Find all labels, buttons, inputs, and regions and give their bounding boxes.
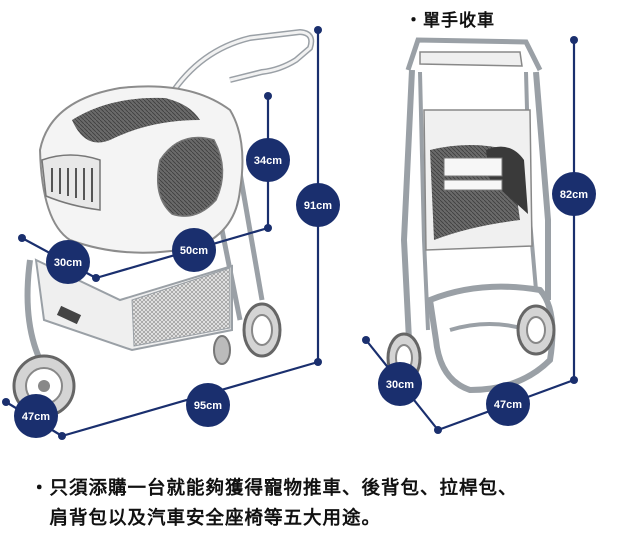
open-length-label: 95cm [194, 400, 222, 412]
folded-height-label: 82cm [560, 189, 588, 201]
badge-open-width: 47cm [14, 394, 58, 438]
carrier-width-label: 30cm [54, 257, 82, 269]
carrier-height-label: 34cm [254, 155, 282, 167]
badge-folded-width: 47cm [486, 382, 530, 426]
usage-line-2: 肩背包以及汽車安全座椅等五大用途。 [30, 508, 382, 529]
badge-carrier-width: 30cm [46, 240, 90, 284]
open-width-label: 47cm [22, 411, 50, 423]
carrier-length-label: 50cm [180, 245, 208, 257]
folded-width-label: 47cm [494, 399, 522, 411]
badge-carrier-length: 50cm [172, 228, 216, 272]
open-stroller [12, 28, 315, 418]
badge-open-length: 95cm [186, 383, 230, 427]
badge-open-height: 91cm [296, 183, 340, 227]
badge-folded-height: 82cm [552, 172, 596, 216]
fold-caption: ・單手收車 [405, 11, 495, 31]
badge-carrier-height: 34cm [246, 138, 290, 182]
folded-depth-label: 30cm [386, 379, 414, 391]
open-height-label: 91cm [304, 200, 332, 212]
badge-folded-depth: 30cm [378, 362, 422, 406]
usage-caption: ・只須添購一台就能夠獲得寵物推車、後背包、拉桿包、 肩背包以及汽車安全座椅等五大… [30, 474, 620, 534]
usage-line-1: ・只須添購一台就能夠獲得寵物推車、後背包、拉桿包、 [30, 478, 518, 499]
folded-stroller [386, 37, 556, 394]
dimension-endpoints [2, 26, 578, 440]
